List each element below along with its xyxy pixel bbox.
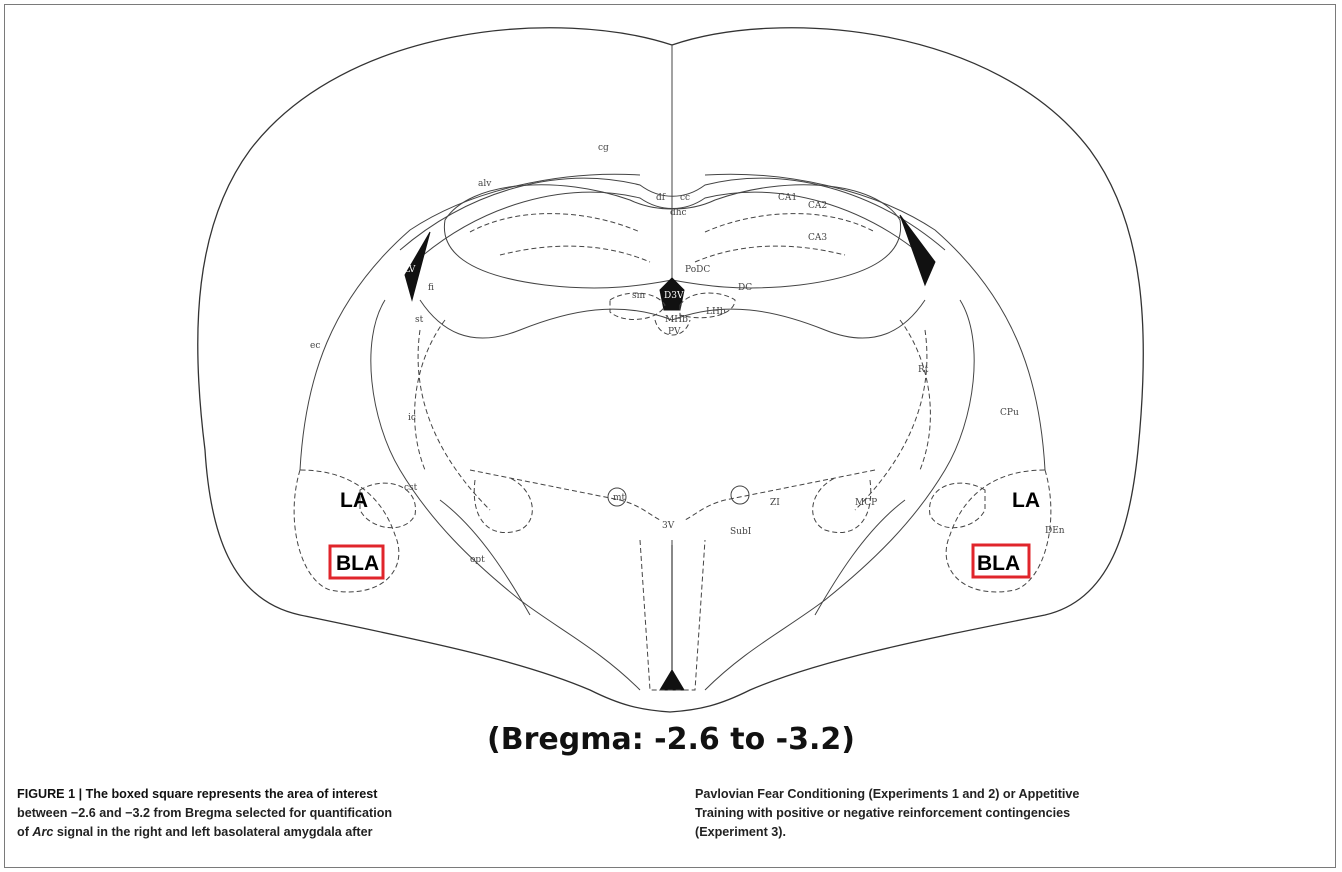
svg-text:mt: mt	[613, 493, 626, 503]
svg-text:fi: fi	[428, 283, 434, 293]
svg-text:D3V: D3V	[664, 291, 684, 301]
svg-text:df: df	[656, 193, 666, 203]
svg-text:ZI: ZI	[770, 498, 780, 508]
svg-text:DEn: DEn	[1045, 526, 1065, 536]
left-bla-label: BLA	[336, 552, 379, 575]
svg-text:alv: alv	[478, 179, 492, 189]
caption-line: FIGURE 1 | The boxed square represents t…	[17, 785, 645, 804]
svg-text:CA3: CA3	[808, 233, 827, 243]
caption-line: (Experiment 3).	[695, 823, 1323, 842]
svg-text:CA1: CA1	[778, 193, 797, 203]
svg-text:ec: ec	[310, 341, 320, 351]
caption-line: between −2.6 and −3.2 from Bregma select…	[17, 804, 645, 823]
third-ventricle	[660, 545, 684, 690]
svg-text:st: st	[415, 315, 424, 325]
svg-text:LHb: LHb	[706, 307, 726, 317]
svg-text:3V: 3V	[662, 521, 675, 531]
mt-circle-right	[731, 486, 749, 504]
caption-line: Pavlovian Fear Conditioning (Experiments…	[695, 785, 1323, 804]
svg-text:MCP: MCP	[855, 498, 877, 508]
caption-line: of Arc signal in the right and left baso…	[17, 823, 645, 842]
svg-text:cc: cc	[680, 193, 690, 203]
left-la-label: LA	[340, 489, 368, 512]
figure-caption-left: FIGURE 1 | The boxed square represents t…	[17, 785, 645, 842]
svg-text:Rt: Rt	[918, 365, 929, 375]
svg-text:CA2: CA2	[808, 201, 827, 211]
brain-atlas-diagram: cg alv df cc dhc CA1 CA2 CA3 LV fi st Po…	[0, 0, 1342, 720]
svg-text:ic: ic	[408, 413, 416, 423]
svg-text:DC: DC	[738, 283, 752, 293]
svg-text:opt: opt	[470, 555, 485, 565]
cortex-boundary-right	[705, 174, 1045, 470]
svg-text:LV: LV	[404, 265, 416, 275]
svg-text:MHb: MHb	[665, 315, 688, 325]
cortex-boundary-left	[300, 174, 640, 470]
internal-capsule-right	[705, 300, 974, 690]
internal-capsule-left	[371, 300, 640, 690]
caption-line: Training with positive or negative reinf…	[695, 804, 1323, 823]
right-la-label: LA	[1012, 489, 1040, 512]
svg-text:sm: sm	[632, 291, 646, 301]
svg-text:CPu: CPu	[1000, 408, 1019, 418]
rt-nucleus	[900, 320, 930, 470]
right-bla-label: BLA	[977, 552, 1020, 575]
svg-text:PV: PV	[668, 327, 681, 337]
svg-text:dhc: dhc	[670, 208, 687, 218]
bregma-range-label: (Bregma: -2.6 to -3.2)	[0, 722, 1342, 757]
brain-outline	[198, 28, 1144, 712]
svg-text:cg: cg	[598, 143, 609, 153]
figure-caption-right: Pavlovian Fear Conditioning (Experiments…	[695, 785, 1323, 842]
svg-text:PoDC: PoDC	[685, 265, 710, 275]
lateral-ventricle-right	[900, 215, 935, 285]
svg-text:cst: cst	[404, 483, 418, 493]
svg-text:SubI: SubI	[730, 527, 752, 537]
